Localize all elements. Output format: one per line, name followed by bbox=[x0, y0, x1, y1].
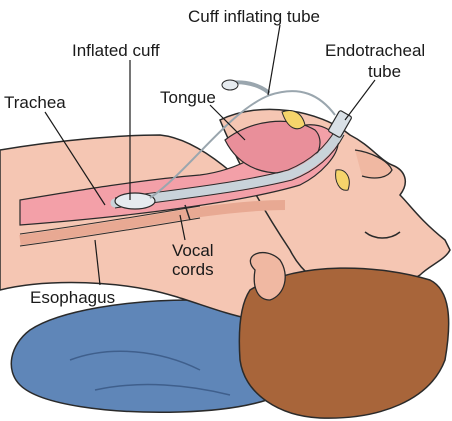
label-tongue: Tongue bbox=[160, 88, 216, 107]
label-cuff-inflating-tube: Cuff inflating tube bbox=[188, 7, 320, 26]
label-endotracheal-line2: tube bbox=[368, 62, 401, 81]
pilot-balloon-bulb bbox=[222, 80, 238, 90]
inflated-cuff bbox=[115, 193, 155, 209]
label-vocal-line1: Vocal bbox=[172, 241, 214, 260]
label-endotracheal-line1: Endotracheal bbox=[325, 41, 425, 60]
label-trachea: Trachea bbox=[4, 93, 66, 112]
label-inflated-cuff: Inflated cuff bbox=[72, 41, 160, 60]
leader-endotracheal-tube bbox=[345, 80, 375, 120]
label-esophagus: Esophagus bbox=[30, 288, 115, 307]
label-vocal-line2: cords bbox=[172, 260, 214, 279]
leader-cuff-inflating-tube bbox=[268, 25, 280, 95]
